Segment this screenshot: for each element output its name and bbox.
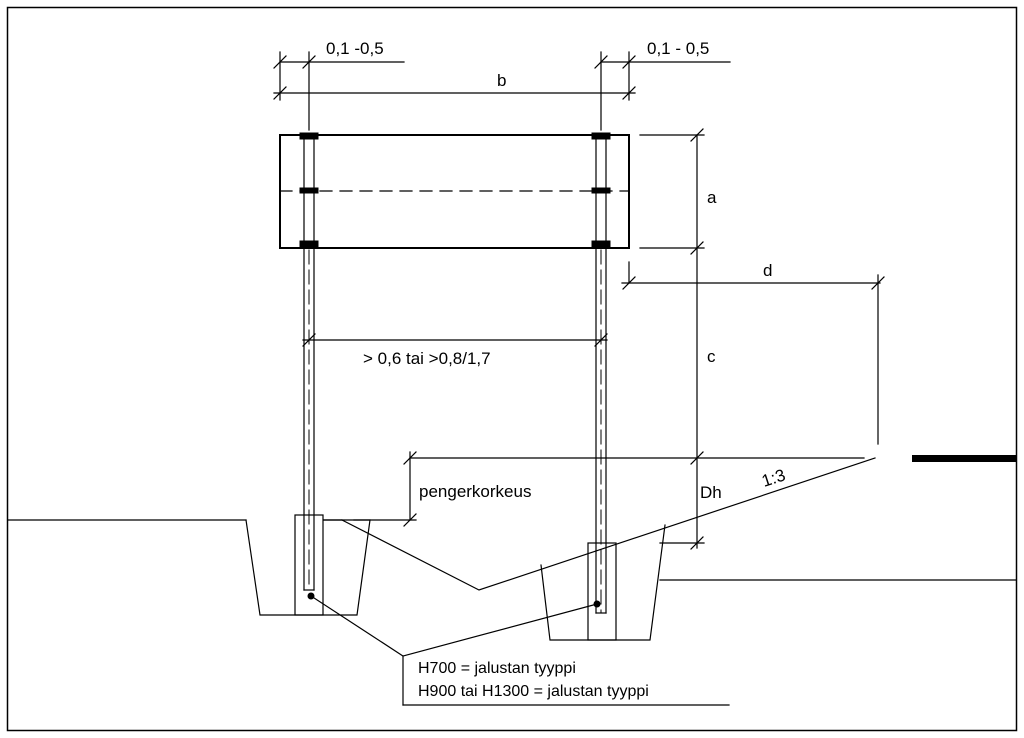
dim-d-tick-1	[622, 276, 636, 290]
clamp-left-top	[299, 132, 319, 140]
dim-left-offset-tick-1	[273, 55, 287, 69]
leader-line-left	[310, 595, 404, 657]
post-clamps	[299, 132, 611, 608]
road-pavement	[912, 455, 1016, 462]
dim-embankment-tick-2	[403, 513, 417, 527]
dim-left-offset-tick-2	[302, 55, 316, 69]
label-left-offset: 0,1 -0,5	[326, 39, 384, 58]
leader-line-right	[402, 603, 598, 657]
label-slope-ratio: 1:3	[759, 465, 787, 490]
label-a: a	[707, 188, 717, 207]
dim-a-tick-1	[690, 128, 704, 142]
dim-post-spacing-tick-1	[302, 333, 316, 347]
dim-d-tick-2	[871, 276, 885, 290]
ditch-profile	[341, 457, 876, 591]
anchor-dot-left	[307, 592, 315, 600]
right-foundation-outline	[540, 524, 666, 641]
anchor-dot-right	[593, 600, 601, 608]
right-foundation-block	[587, 542, 617, 641]
clamp-left-bottom	[299, 240, 319, 248]
label-post-spacing: > 0,6 tai >0,8/1,7	[363, 349, 491, 368]
label-dh: Dh	[700, 483, 722, 502]
label-c: c	[707, 347, 716, 366]
label-right-offset: 0,1 - 0,5	[647, 39, 709, 58]
left-foundation-outline	[245, 519, 371, 616]
label-b: b	[497, 71, 506, 90]
label-embankment-height: pengerkorkeus	[419, 482, 531, 501]
dim-right-offset-tick-1	[594, 55, 608, 69]
clamp-right-top	[591, 132, 611, 140]
clamp-right-mid	[591, 187, 611, 194]
clamp-left-mid	[299, 187, 319, 194]
drawing-frame	[6, 6, 1018, 732]
dim-dh-tick-bottom	[690, 536, 704, 550]
label-d: d	[763, 261, 772, 280]
note-h900-h1300: H900 tai H1300 = jalustan tyyppi	[418, 683, 649, 700]
dim-b-tick-2	[622, 86, 636, 100]
dim-b-tick-1	[273, 86, 287, 100]
note-h700: H700 = jalustan tyyppi	[418, 660, 576, 677]
dim-embankment-tick-1	[403, 451, 417, 465]
dim-a-tick-2	[690, 241, 704, 255]
clamp-right-bottom	[591, 240, 611, 248]
dim-c-tick-bottom	[690, 451, 704, 465]
dim-right-offset-tick-2	[622, 55, 636, 69]
dim-post-spacing-tick-2	[594, 333, 608, 347]
